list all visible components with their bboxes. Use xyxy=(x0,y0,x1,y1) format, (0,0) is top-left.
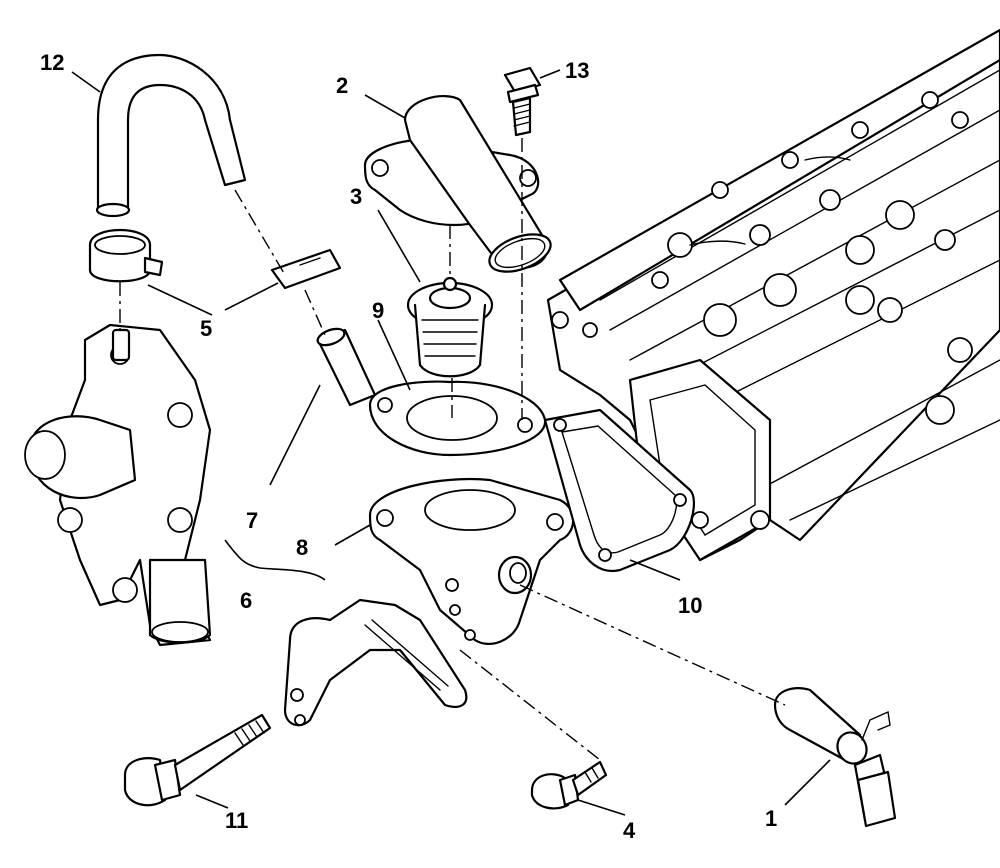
callout-8: 8 xyxy=(296,535,309,560)
callout-12: 12 xyxy=(40,50,65,75)
callout-9: 9 xyxy=(372,298,385,323)
callout-4: 4 xyxy=(623,818,636,843)
callout-11: 11 xyxy=(225,808,249,833)
hose-clamp xyxy=(88,228,164,283)
mounting-bracket xyxy=(283,598,468,727)
leader-lines xyxy=(71,69,831,816)
callout-13: 13 xyxy=(565,58,590,83)
thermostat-housing xyxy=(368,477,575,645)
callout-1: 1 xyxy=(765,806,778,831)
assembly-axes xyxy=(119,138,786,761)
callout-2: 2 xyxy=(336,73,349,98)
water-pump xyxy=(24,323,212,647)
coolant-temperature-sensor xyxy=(773,687,897,828)
callout-6: 6 xyxy=(240,588,253,613)
bypass-hose xyxy=(95,53,247,218)
callout-10: 10 xyxy=(678,593,703,618)
cylinder-head xyxy=(546,28,1000,562)
thermostat xyxy=(406,276,494,378)
callout-5: 5 xyxy=(200,316,213,341)
thermostat-cover xyxy=(363,95,552,273)
thermostat-gasket xyxy=(368,380,547,457)
cover-bolt xyxy=(503,66,542,137)
bracket-bolt xyxy=(123,713,272,807)
housing-bolt xyxy=(530,760,608,810)
hose-clamp-small xyxy=(270,248,342,290)
housing-gasket xyxy=(543,408,695,573)
bypass-fitting xyxy=(316,327,377,407)
callout-7: 7 xyxy=(246,508,259,533)
callout-3: 3 xyxy=(350,184,363,209)
